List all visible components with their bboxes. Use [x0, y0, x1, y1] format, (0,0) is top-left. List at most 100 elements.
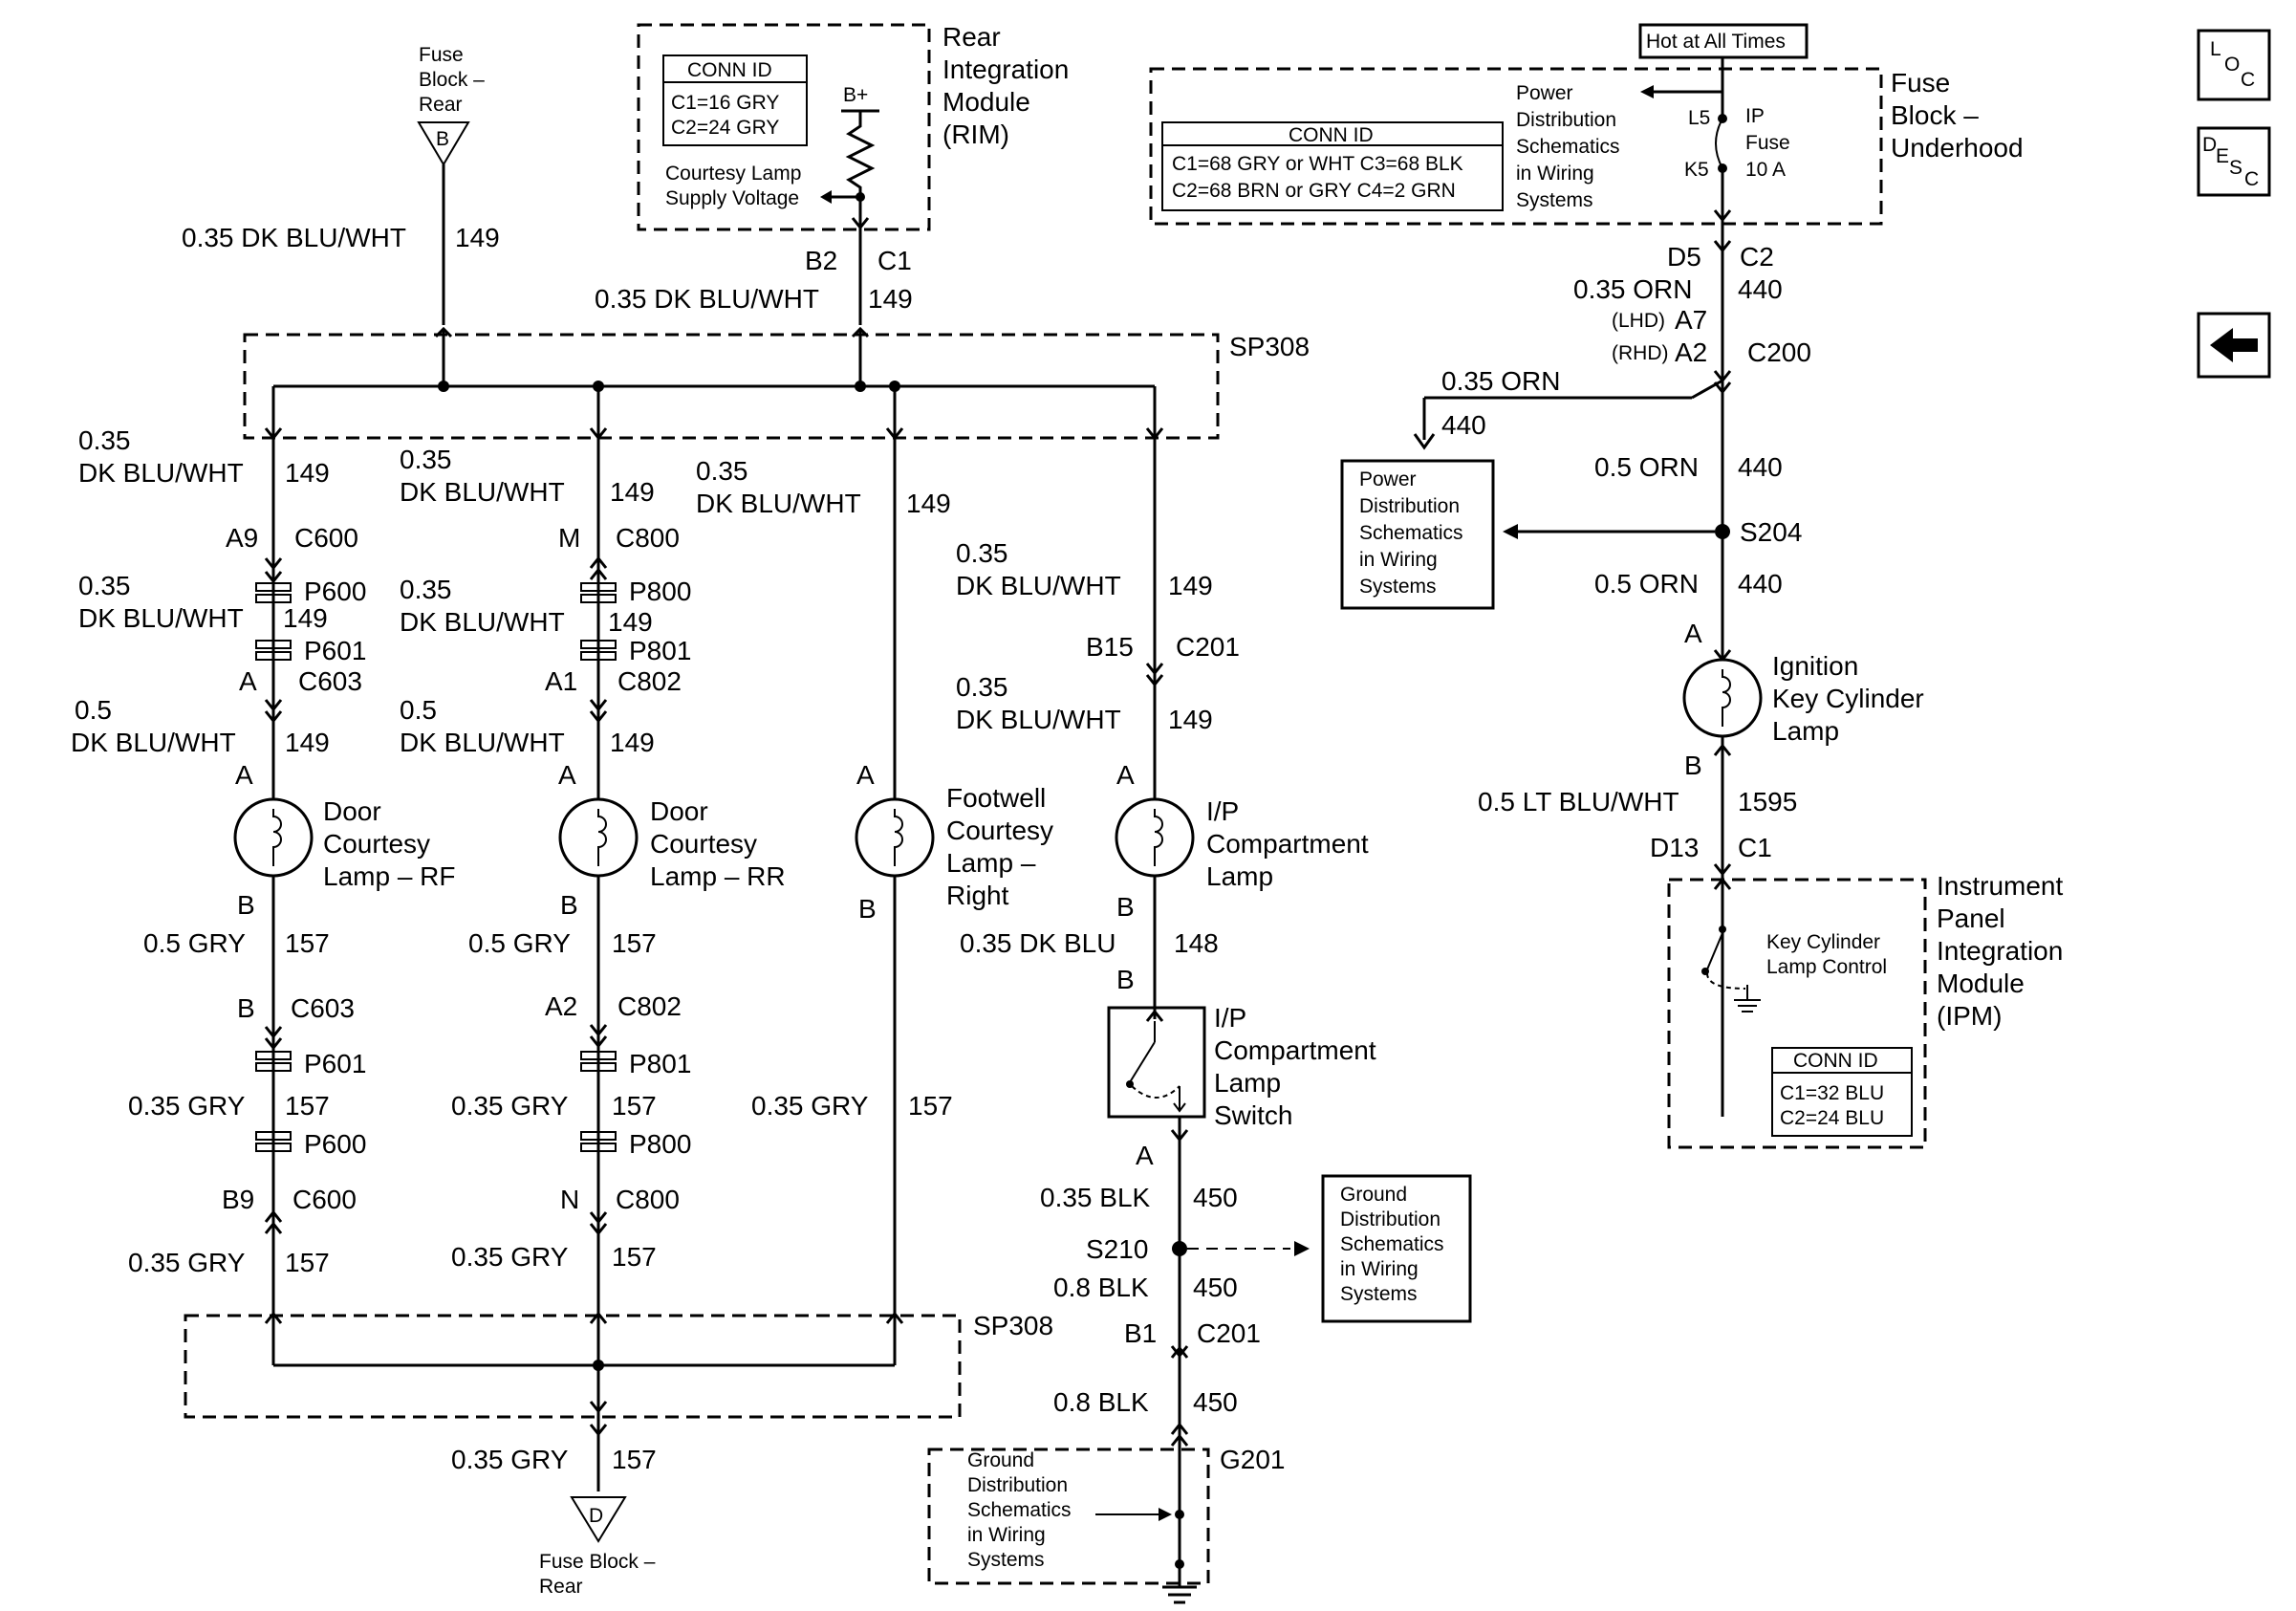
diagram-label: IP: [1745, 105, 1765, 127]
diagram-label: DK BLU/WHT: [956, 571, 1121, 600]
diagram-label: in Wiring: [1340, 1258, 1419, 1280]
diagram-label: C201: [1197, 1318, 1261, 1348]
label-line: Rear: [419, 94, 463, 116]
diagram-label: (IPM): [1937, 1001, 2002, 1031]
diagram-label: Fuse Block –: [539, 1551, 656, 1573]
splice-sp308-top: SP308: [243, 326, 1310, 449]
diagram-label: DK BLU/WHT: [400, 477, 565, 507]
fuse-block-rear-top: Fuse Block – Rear B: [417, 44, 485, 166]
diagram-label: Door: [323, 796, 381, 826]
diagram-label: 440: [1441, 410, 1486, 440]
diagram-label: (LHD): [1612, 310, 1665, 332]
diagram-label: Lamp – RR: [650, 861, 786, 891]
diagram-label: Block –: [1891, 100, 1979, 130]
diagram-label: 157: [612, 1242, 657, 1272]
diagram-label: Fuse: [1891, 68, 1950, 98]
diagram-label: Module: [1937, 969, 2025, 998]
diagram-label: C2=24 BLU: [1780, 1107, 1884, 1129]
diagram-label: DK BLU/WHT: [696, 489, 861, 518]
rim-module: CONN ID C1=16 GRY C2=24 GRY B+ Courtesy …: [637, 22, 1069, 231]
diagram-label: 450: [1193, 1273, 1238, 1302]
diagram-label: 157: [612, 1091, 657, 1121]
diagram-label: 450: [1193, 1387, 1238, 1417]
diagram-label: 149: [906, 489, 951, 518]
diagram-label: Rear: [539, 1576, 583, 1598]
diagram-label: 149: [610, 728, 655, 757]
diagram-label: C2: [1740, 242, 1774, 272]
diagram-label: CONN ID: [1289, 124, 1374, 146]
diagram-label: D13: [1650, 833, 1699, 862]
diagram-label: D: [589, 1505, 603, 1527]
pin-label: B2: [805, 246, 837, 275]
diagram-label: C200: [1747, 337, 1811, 367]
diagram-label: 149: [1168, 705, 1213, 734]
diagram-label: P801: [629, 1049, 691, 1078]
diagram-label: C600: [294, 523, 358, 553]
diagram-label: 0.5 LT BLU/WHT: [1478, 787, 1679, 816]
diagram-label: B: [858, 894, 877, 924]
diagram-label: 0.35: [400, 445, 452, 474]
diagram-label: Footwell: [946, 783, 1046, 813]
diagram-label: Underhood: [1891, 133, 2024, 163]
diagram-label: C800: [616, 1185, 680, 1214]
circuit-number: 149: [455, 223, 500, 252]
diagram-label: A9: [226, 523, 258, 553]
branch-footwell-lamp: 0.35 DK BLU/WHT 149 A Footwell Courtesy …: [696, 449, 1053, 1329]
diagram-label: Door: [650, 796, 708, 826]
wire-label: 0.35 DK BLU/WHT: [182, 223, 406, 252]
diagram-label: Schematics: [967, 1499, 1072, 1521]
desc-icon[interactable]: D E S C: [2197, 126, 2271, 197]
splice-sp308-bottom: SP308: [184, 1311, 1053, 1491]
diagram-label: B: [1116, 892, 1135, 922]
diagram-label: D5: [1667, 242, 1701, 272]
diagram-label: 149: [285, 728, 330, 757]
diagram-label: N: [560, 1185, 579, 1214]
diagram-label: Compartment: [1206, 829, 1369, 859]
diagram-label: Supply Voltage: [665, 187, 799, 209]
diagram-label: A: [239, 666, 257, 696]
wire-label: 0.35 GRY: [451, 1445, 569, 1474]
diagram-label: C1: [1738, 833, 1772, 862]
wire-label: 0.35 DK BLU/WHT: [595, 284, 819, 314]
diagram-label: 0.35 BLK: [1040, 1183, 1151, 1212]
diagram-label: Systems: [1516, 189, 1593, 211]
diagram-label: P800: [629, 1129, 691, 1159]
diagram-label: C603: [291, 993, 355, 1023]
diagram-label: Lamp: [1214, 1068, 1281, 1098]
diagram-label: Schematics: [1516, 136, 1620, 158]
diagram-label: 0.35 DK BLU: [960, 928, 1116, 958]
diagram-label: Integration: [942, 54, 1069, 84]
diagram-label: 0.5: [75, 695, 112, 725]
diagram-label: L5: [1688, 107, 1710, 129]
diagram-label: (RIM): [942, 120, 1009, 149]
diagram-label: C: [2241, 69, 2255, 91]
circuit-number: 157: [612, 1445, 657, 1474]
conn-id-header: CONN ID: [687, 59, 772, 81]
diagram-label: DK BLU/WHT: [956, 705, 1121, 734]
diagram-label: Ground: [1340, 1184, 1407, 1206]
diagram-label: E: [2216, 145, 2229, 167]
connector-label: C1: [877, 246, 912, 275]
circuit-number: 149: [868, 284, 913, 314]
loc-icon[interactable]: L O C: [2197, 29, 2271, 101]
diagram-label: 0.35: [78, 425, 131, 455]
diagram-label: C600: [292, 1185, 357, 1214]
diagram-label: Distribution: [1359, 495, 1460, 517]
diagram-label: Courtesy: [946, 816, 1053, 845]
diagram-label: A1: [545, 666, 577, 696]
diagram-label: P600: [304, 577, 366, 606]
diagram-label: Key Cylinder: [1772, 684, 1924, 713]
diagram-label: 157: [285, 1248, 330, 1277]
diagram-label: Instrument: [1937, 871, 2063, 901]
diagram-label: C2=24 GRY: [671, 117, 779, 139]
diagram-label: 0.35: [400, 575, 452, 604]
diagram-label: C800: [616, 523, 680, 553]
diagram-label: 149: [608, 607, 653, 637]
diagram-label: P600: [304, 1129, 366, 1159]
diagram-label: C802: [617, 666, 682, 696]
diagram-label: 149: [285, 458, 330, 488]
diagram-label: 157: [285, 928, 330, 958]
back-arrow-icon[interactable]: [2197, 312, 2271, 379]
diagram-label: C603: [298, 666, 362, 696]
